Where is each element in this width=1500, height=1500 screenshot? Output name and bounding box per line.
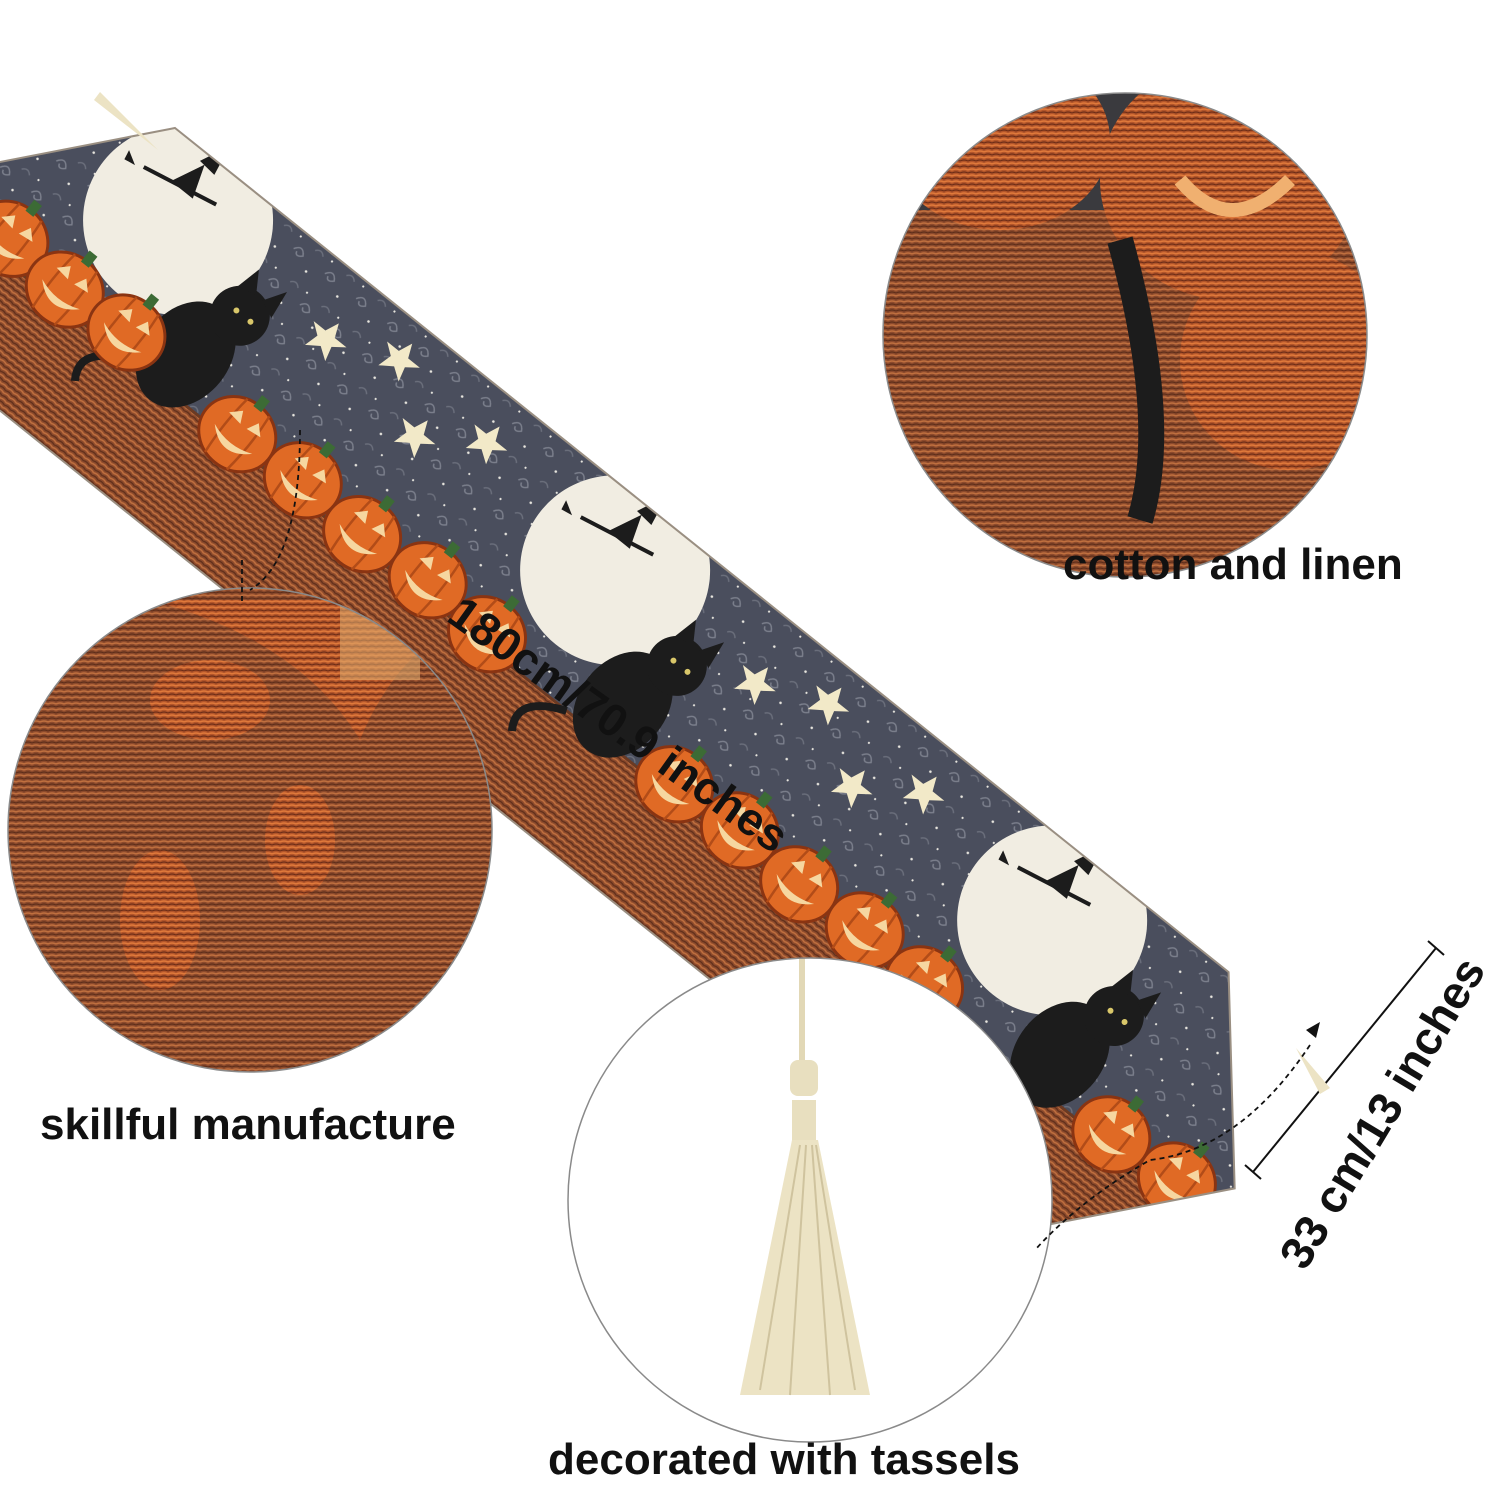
moon-icon xyxy=(83,125,1148,1016)
craft-caption: skillful manufacture xyxy=(40,1100,456,1149)
detail-circle-material xyxy=(882,92,1368,578)
tassel-icon xyxy=(94,92,1330,1094)
width-dimension-line xyxy=(1244,940,1445,1180)
material-caption: cotton and linen xyxy=(1063,540,1403,589)
tassel-icon xyxy=(740,1140,870,1396)
decoration-caption: decorated with tassels xyxy=(548,1435,1020,1484)
detail-circle-tassel xyxy=(567,957,1053,1443)
detail-circle-craft xyxy=(7,587,493,1073)
arrow-icon xyxy=(1306,1022,1320,1038)
leader-lines xyxy=(241,429,1311,1251)
